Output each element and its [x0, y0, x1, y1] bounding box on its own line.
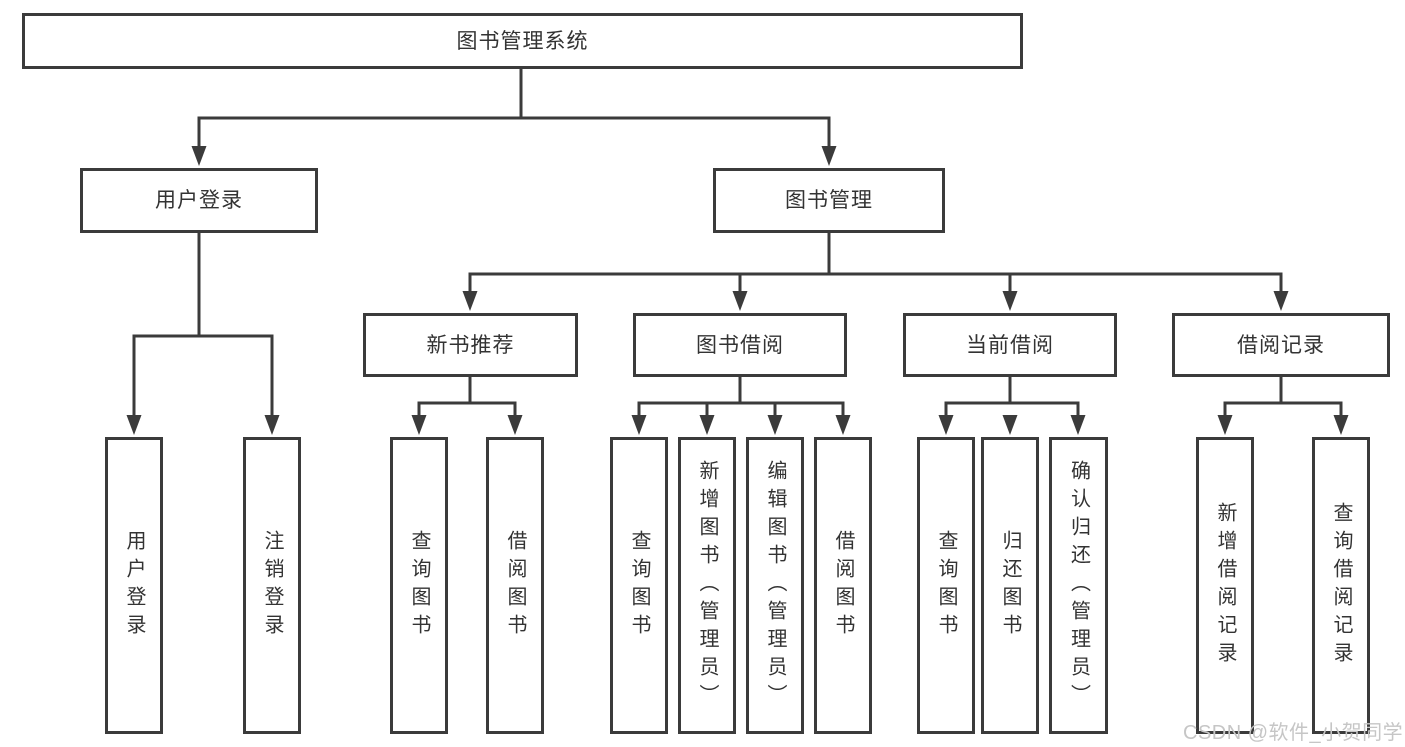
- leaf-cb-query-book: 查询图书: [917, 437, 975, 734]
- node-book-management: 图书管理: [713, 168, 945, 233]
- node-book-borrow: 图书借阅: [633, 313, 847, 377]
- node-root-system: 图书管理系统: [22, 13, 1023, 69]
- leaf-bb-add-book: 新增图书（管理员）: [678, 437, 736, 734]
- leaf-bb-query-book: 查询图书: [610, 437, 668, 734]
- node-new-book-recommend: 新书推荐: [363, 313, 578, 377]
- leaf-br-add-record: 新增借阅记录: [1196, 437, 1254, 734]
- node-current-borrow: 当前借阅: [903, 313, 1117, 377]
- leaf-cb-return-book: 归还图书: [981, 437, 1039, 734]
- node-user-login: 用户登录: [80, 168, 318, 233]
- leaf-nbr-borrow-book: 借阅图书: [486, 437, 544, 734]
- leaf-bb-edit-book: 编辑图书（管理员）: [746, 437, 804, 734]
- leaf-nbr-query-book: 查询图书: [390, 437, 448, 734]
- leaf-br-query-record: 查询借阅记录: [1312, 437, 1370, 734]
- leaf-bb-borrow-book: 借阅图书: [814, 437, 872, 734]
- node-borrow-records: 借阅记录: [1172, 313, 1390, 377]
- csdn-watermark: CSDN @软件_小贺同学: [1183, 722, 1404, 744]
- leaf-cb-confirm-return: 确认归还（管理员）: [1049, 437, 1108, 734]
- leaf-logout: 注销登录: [243, 437, 301, 734]
- leaf-user-login: 用户登录: [105, 437, 163, 734]
